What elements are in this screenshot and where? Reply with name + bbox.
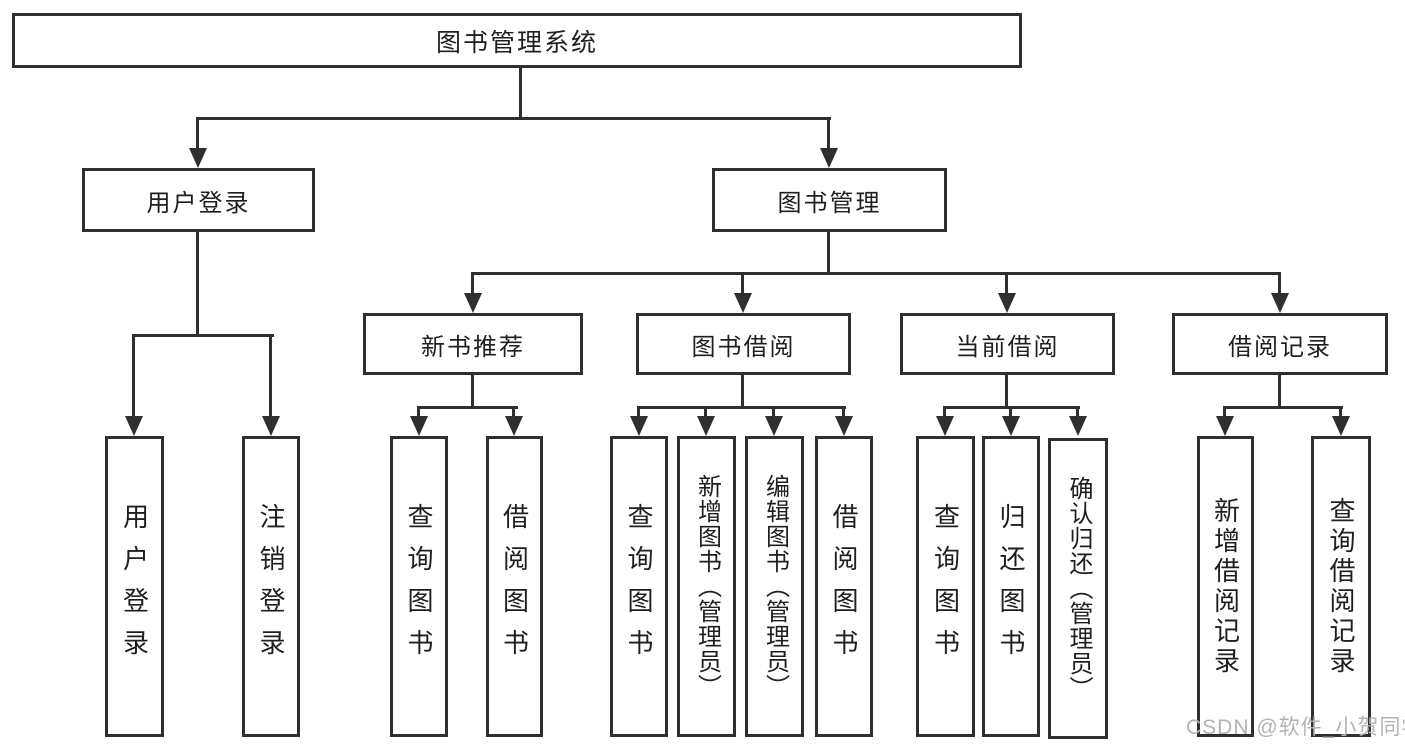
arrowhead-bb-query xyxy=(630,416,648,436)
node-leaf-logout-label: 注销登录 xyxy=(256,502,286,671)
connector-arrow-cb-confirm-stem xyxy=(1076,406,1079,416)
node-book-mgmt: 图书管理 xyxy=(712,168,947,232)
node-root-label: 图书管理系统 xyxy=(435,28,598,57)
connector-arrow-rec-borrow-stem xyxy=(512,406,515,416)
arrowhead-user-login xyxy=(189,148,207,168)
node-leaf-br-query-label: 查询借阅记录 xyxy=(1326,496,1356,677)
arrowhead-bb-borrow xyxy=(835,416,853,436)
node-borrow-records-label: 借阅记录 xyxy=(1228,333,1332,361)
node-current-borrow-label: 当前借阅 xyxy=(955,333,1060,361)
node-leaf-cb-confirm-label: 确认归还（管理员） xyxy=(1065,476,1092,701)
node-leaf-rec-query-label: 查询图书 xyxy=(404,502,434,671)
connector-borrow-records-stem xyxy=(1278,375,1281,406)
arrowhead-new-book-rec xyxy=(464,293,482,313)
arrowhead-book-mgmt xyxy=(820,148,838,168)
connector-book-mgmt-bus xyxy=(471,272,1281,275)
arrowhead-br-add xyxy=(1216,416,1234,436)
csdn-watermark: CSDN @软件_小贺同学 xyxy=(1186,716,1405,739)
connector-new-book-rec-stem xyxy=(471,375,474,406)
node-leaf-bb-edit: 编辑图书（管理员） xyxy=(745,436,804,737)
arrowhead-bb-edit xyxy=(765,416,783,436)
node-leaf-bb-borrow: 借阅图书 xyxy=(815,436,873,737)
connector-root-bus xyxy=(196,117,831,120)
connector-arrow-br-add-stem xyxy=(1223,406,1226,416)
arrowhead-leaf-logout xyxy=(262,416,280,436)
arrowhead-book-borrow xyxy=(734,293,752,313)
node-book-borrow-label: 图书借阅 xyxy=(691,333,796,361)
connector-arrow-book-borrow-stem xyxy=(741,272,744,293)
node-leaf-bb-add-label: 新增图书（管理员） xyxy=(693,474,721,699)
node-root: 图书管理系统 xyxy=(12,13,1022,68)
node-leaf-user-login: 用户登录 xyxy=(105,436,164,737)
arrowhead-rec-borrow xyxy=(505,416,523,436)
node-leaf-cb-return: 归还图书 xyxy=(982,436,1040,737)
node-leaf-cb-query: 查询图书 xyxy=(916,436,975,737)
connector-arrow-rec-query-stem xyxy=(417,406,420,416)
arrowhead-current-borrow xyxy=(998,293,1016,313)
node-leaf-cb-confirm: 确认归还（管理员） xyxy=(1048,438,1108,739)
node-leaf-bb-query-label: 查询图书 xyxy=(624,502,654,671)
arrowhead-borrow-records xyxy=(1271,293,1289,313)
arrowhead-cb-return xyxy=(1002,416,1020,436)
connector-arrow-bb-borrow-stem xyxy=(842,406,845,416)
connector-root-stem xyxy=(519,68,522,117)
node-leaf-br-query: 查询借阅记录 xyxy=(1311,436,1371,737)
connector-arrow-user-login-stem xyxy=(196,117,199,150)
connector-arrow-leaf-user-login-stem xyxy=(132,334,135,416)
node-leaf-rec-borrow: 借阅图书 xyxy=(486,436,543,737)
node-user-login-label: 用户登录 xyxy=(146,189,251,217)
connector-arrow-leaf-logout-stem xyxy=(269,334,272,416)
connector-book-mgmt-stem xyxy=(827,232,830,272)
connector-arrow-new-book-rec-stem xyxy=(471,272,474,293)
node-leaf-rec-borrow-label: 借阅图书 xyxy=(499,502,530,671)
connector-book-borrow-bus xyxy=(637,406,846,409)
connector-arrow-bb-add-stem xyxy=(704,406,707,416)
node-leaf-cb-query-label: 查询图书 xyxy=(930,502,961,671)
node-leaf-br-add: 新增借阅记录 xyxy=(1197,436,1254,737)
node-leaf-user-login-label: 用户登录 xyxy=(119,502,150,671)
node-current-borrow: 当前借阅 xyxy=(900,313,1115,375)
connector-book-borrow-stem xyxy=(741,375,744,406)
connector-new-book-rec-bus xyxy=(417,406,518,409)
connector-arrow-borrow-records-stem xyxy=(1278,272,1281,293)
connector-arrow-bb-edit-stem xyxy=(772,406,775,416)
node-new-book-rec-label: 新书推荐 xyxy=(421,333,525,361)
connector-arrow-book-mgmt-stem xyxy=(827,117,830,150)
connector-user-login-bus xyxy=(132,334,274,337)
connector-arrow-cb-return-stem xyxy=(1009,406,1012,416)
node-new-book-rec: 新书推荐 xyxy=(363,313,583,375)
node-book-borrow: 图书借阅 xyxy=(636,313,851,375)
node-borrow-records: 借阅记录 xyxy=(1172,313,1388,375)
connector-current-borrow-stem xyxy=(1005,375,1008,406)
node-leaf-bb-add: 新增图书（管理员） xyxy=(677,436,736,737)
node-book-mgmt-label: 图书管理 xyxy=(777,189,882,217)
node-leaf-bb-query: 查询图书 xyxy=(610,436,668,737)
arrowhead-rec-query xyxy=(410,416,428,436)
connector-arrow-cb-query-stem xyxy=(943,406,946,416)
connector-user-login-stem xyxy=(196,232,199,334)
connector-arrow-current-borrow-stem xyxy=(1005,272,1008,293)
arrowhead-leaf-user-login xyxy=(125,416,143,436)
arrowhead-cb-confirm xyxy=(1069,416,1087,436)
node-leaf-bb-edit-label: 编辑图书（管理员） xyxy=(761,474,789,699)
connector-arrow-bb-query-stem xyxy=(637,406,640,416)
node-leaf-bb-borrow-label: 借阅图书 xyxy=(829,502,859,671)
connector-arrow-br-query-stem xyxy=(1339,406,1342,416)
node-leaf-rec-query: 查询图书 xyxy=(390,436,448,737)
arrowhead-cb-query xyxy=(936,416,954,436)
node-user-login: 用户登录 xyxy=(82,168,315,232)
node-leaf-cb-return-label: 归还图书 xyxy=(996,502,1026,671)
arrowhead-br-query xyxy=(1332,416,1350,436)
arrowhead-bb-add xyxy=(697,416,715,436)
node-leaf-br-add-label: 新增借阅记录 xyxy=(1210,496,1241,677)
connector-borrow-records-bus xyxy=(1223,406,1343,409)
node-leaf-logout: 注销登录 xyxy=(242,436,300,737)
